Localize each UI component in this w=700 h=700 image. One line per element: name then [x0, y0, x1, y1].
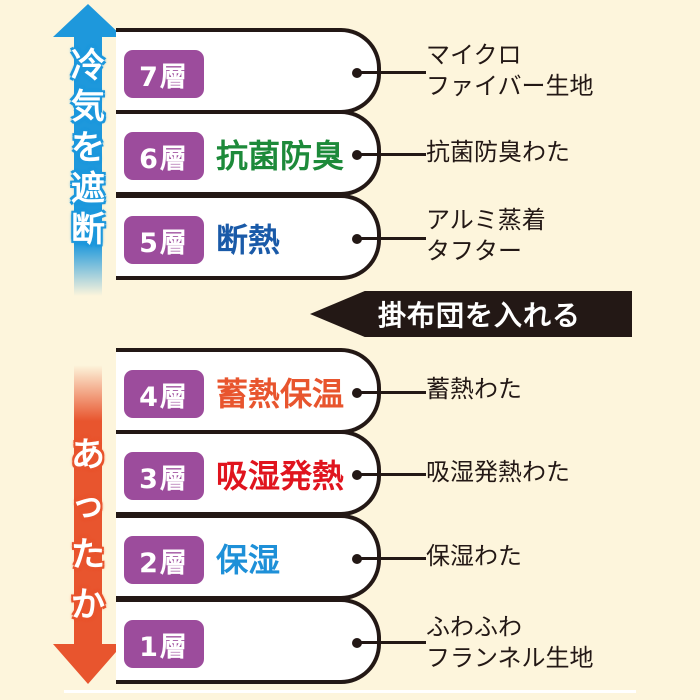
layer-badge: 3層 — [124, 452, 204, 500]
material-line: マイクロ — [426, 41, 522, 69]
bottom-divider — [64, 690, 636, 693]
layer-1-material: ふわふわ フランネル生地 — [426, 612, 594, 674]
layer-3-material: 吸湿発熱わた — [426, 457, 570, 488]
layer-feature: 蓄熱保温 — [216, 375, 345, 413]
material-line: タフター — [426, 237, 522, 265]
cold-arrow-shaft — [74, 34, 102, 296]
layer-4: 4層 蓄熱保温 — [116, 348, 426, 434]
arrow-down-icon — [53, 644, 123, 684]
layer-badge: 2層 — [124, 536, 204, 584]
layer-3: 3層 吸湿発熱 — [116, 430, 426, 516]
layer-1: 1層 — [116, 598, 426, 684]
material-line: ファイバー生地 — [426, 72, 594, 100]
warm-label-char: か — [71, 585, 105, 625]
layer-badge: 5層 — [124, 216, 204, 264]
cold-arrow-label: 冷 気 を 遮 断 — [64, 46, 112, 251]
layer-7: 7層 — [116, 28, 426, 114]
cold-label-char: 断 — [71, 210, 105, 250]
layer-2-material: 保湿わた — [426, 541, 522, 572]
layer-feature: 保湿 — [216, 541, 281, 579]
cold-label-char: を — [71, 128, 105, 168]
connector-line — [356, 473, 426, 476]
warm-label-char: た — [71, 535, 105, 575]
layer-feature: 断熱 — [216, 221, 281, 259]
warm-arrow-label: あ っ た か — [64, 430, 112, 630]
warm-arrow-shaft — [74, 365, 102, 645]
material-line: 抗菌防臭わた — [426, 138, 570, 166]
material-line: フランネル生地 — [426, 644, 594, 672]
material-line: 吸湿発熱わた — [426, 458, 570, 486]
connector-line — [356, 391, 426, 394]
connector-line — [356, 641, 426, 644]
insert-comforter-banner — [310, 291, 632, 337]
layer-feature: 吸湿発熱 — [216, 457, 345, 495]
warm-label-char: っ — [71, 485, 105, 525]
material-line: 保湿わた — [426, 542, 522, 570]
cold-label-char: 遮 — [71, 169, 105, 209]
layer-4-material: 蓄熱わた — [426, 374, 522, 405]
material-line: 蓄熱わた — [426, 375, 522, 403]
layer-5: 5層 断熱 — [116, 194, 426, 280]
layer-badge: 6層 — [124, 132, 204, 180]
connector-line — [356, 237, 426, 240]
layer-badge: 7層 — [124, 50, 204, 98]
material-line: アルミ蒸着 — [426, 206, 546, 234]
cold-label-char: 冷 — [71, 46, 105, 86]
layer-2: 2層 保湿 — [116, 514, 426, 600]
layer-6: 6層 抗菌防臭 — [116, 110, 426, 196]
layer-feature: 抗菌防臭 — [216, 137, 345, 175]
connector-line — [356, 557, 426, 560]
layer-badge: 1層 — [124, 620, 204, 668]
connector-line — [356, 71, 426, 74]
material-line: ふわふわ — [426, 613, 522, 641]
arrow-up-icon — [53, 4, 123, 37]
layer-6-material: 抗菌防臭わた — [426, 137, 570, 168]
warm-label-char: あ — [71, 435, 105, 475]
layer-5-material: アルミ蒸着 タフター — [426, 205, 546, 267]
layer-7-material: マイクロ ファイバー生地 — [426, 40, 594, 102]
cold-label-char: 気 — [71, 87, 105, 127]
connector-line — [356, 153, 426, 156]
banner-label: 掛布団を入れる — [378, 299, 582, 332]
layer-badge: 4層 — [124, 370, 204, 418]
